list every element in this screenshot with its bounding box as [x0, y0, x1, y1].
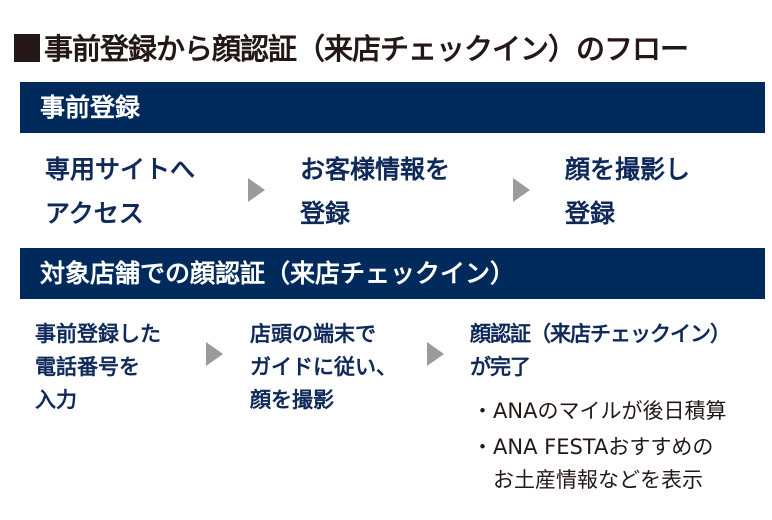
- step-enter-phone: 事前登録した 電話番号を 入力: [35, 322, 161, 412]
- arrow-right-icon: [427, 342, 444, 366]
- title-text: 事前登録から顔認証（来店チェックイン）のフロー: [44, 32, 689, 66]
- arrow-right-icon: [206, 342, 223, 366]
- diagram-title: 事前登録から顔認証（来店チェックイン）のフロー: [14, 26, 689, 68]
- bullet-souvenir-info: ・ANA FESTAおすすめの お土産情報などを表示: [472, 435, 714, 492]
- step-access-site: 専用サイトへ アクセス: [45, 155, 196, 228]
- step-auth-complete: 顔認証（来店チェックイン） が完了: [470, 322, 731, 379]
- section-banner-pre-registration: 事前登録: [20, 82, 765, 133]
- step-photo-register: 顔を撮影し 登録: [565, 155, 691, 228]
- square-bullet-icon: [14, 34, 40, 62]
- arrow-right-icon: [248, 178, 265, 202]
- bullet-miles: ・ANAのマイルが後日積算: [472, 399, 727, 423]
- step-take-photo: 店頭の端末で ガイドに従い、 顔を撮影: [250, 322, 397, 412]
- step-register-info: お客様情報を 登録: [300, 155, 451, 228]
- arrow-right-icon: [513, 178, 530, 202]
- section-banner-face-auth: 対象店舗での顔認証（来店チェックイン）: [20, 248, 765, 299]
